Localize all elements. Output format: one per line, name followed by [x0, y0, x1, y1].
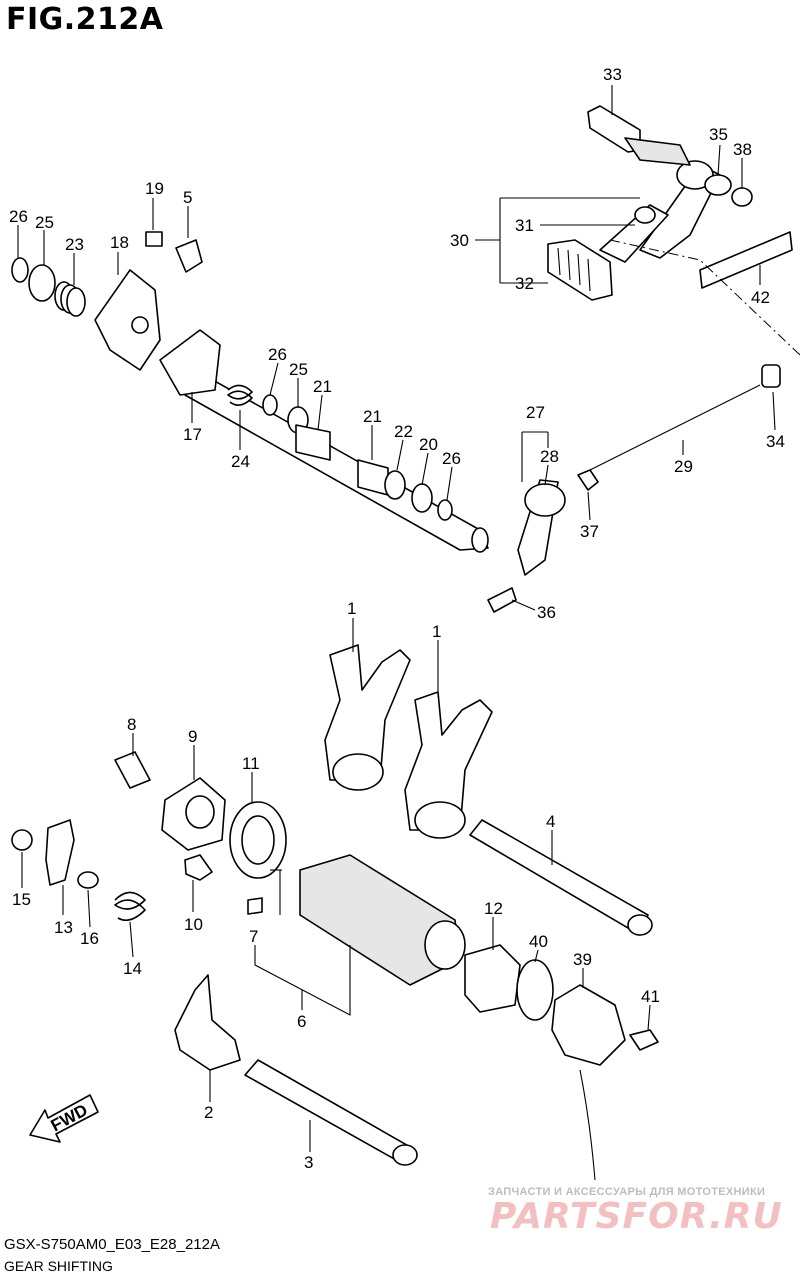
callout-20: 20	[419, 435, 438, 454]
watermark-logo: PARTSFOR.RU	[490, 1196, 783, 1237]
callout-15: 15	[12, 890, 31, 909]
callout-2: 2	[204, 1103, 213, 1122]
callout-26-left: 26	[9, 207, 28, 226]
figure-title: FIG.212A	[6, 2, 164, 37]
gearshift-arm[interactable]	[159, 329, 221, 396]
leader-lines	[17, 85, 776, 1152]
callout-33: 33	[603, 65, 622, 84]
callout-11: 11	[242, 754, 260, 773]
shaft-bushing[interactable]	[295, 424, 331, 461]
shift-pedal-rubber[interactable]	[547, 239, 613, 301]
callout-40: 40	[529, 932, 548, 951]
oil-seal-washer[interactable]	[28, 264, 56, 302]
callout-35: 35	[709, 125, 728, 144]
oil-seal-circlip[interactable]	[11, 257, 29, 283]
axis-line	[609, 239, 800, 356]
callout-17: 17	[183, 425, 202, 444]
callout-36: 36	[537, 603, 556, 622]
callout-4: 4	[546, 812, 555, 831]
callout-23: 23	[65, 235, 84, 254]
link-rod[interactable]	[589, 384, 761, 471]
callout-16: 16	[80, 929, 99, 948]
callout-25-mid: 25	[289, 360, 308, 379]
shift-fork-a[interactable]	[324, 644, 411, 781]
callout-31: 31	[515, 216, 534, 235]
cam-driven-gear-bolt[interactable]	[184, 854, 213, 881]
callout-1-a: 1	[347, 599, 356, 618]
gear-position-sensor[interactable]	[551, 984, 626, 1181]
lever-pivot-bolt[interactable]	[587, 105, 691, 166]
cam-stopper-spring[interactable]	[114, 891, 146, 921]
callout-14: 14	[123, 959, 142, 978]
shaft-oil-seal[interactable]	[384, 470, 406, 500]
fork-shaft-no1[interactable]	[469, 819, 649, 936]
shaft-circlip[interactable]	[262, 394, 278, 416]
callout-12: 12	[484, 899, 503, 918]
sensor-bolt[interactable]	[629, 1029, 659, 1051]
link-rod-joint[interactable]	[524, 483, 566, 517]
sensor-o-ring[interactable]	[516, 959, 554, 1021]
shift-cam-stopper-plate[interactable]	[94, 269, 161, 371]
rod-lock-nut[interactable]	[577, 469, 599, 491]
cam-stopper-bolt[interactable]	[11, 829, 33, 851]
cam-gear-pin[interactable]	[247, 897, 263, 915]
callout-25-left: 25	[35, 213, 54, 232]
callout-1-b: 1	[432, 622, 441, 641]
cam-pin[interactable]	[114, 751, 151, 789]
fwd-direction-arrow: FWD	[29, 1094, 99, 1143]
lever-washer[interactable]	[704, 174, 732, 196]
cam-bearing-right[interactable]	[464, 944, 521, 1013]
callout-8: 8	[127, 715, 136, 734]
stopper-washer[interactable]	[175, 239, 203, 273]
callout-30: 30	[450, 231, 469, 250]
callout-26-right: 26	[442, 449, 461, 468]
fork-shaft-no2[interactable]	[244, 1059, 413, 1166]
callout-32: 32	[515, 274, 534, 293]
rod-end-nut[interactable]	[761, 364, 781, 388]
lever-sticker[interactable]	[699, 231, 793, 289]
callout-numbers: 33 35 38 30 31 32 42 19 5 26 25 23 18 26…	[9, 65, 785, 1172]
callout-3: 3	[304, 1153, 313, 1172]
callout-5: 5	[183, 188, 192, 207]
shaft-circlip-2[interactable]	[437, 499, 453, 521]
shift-fork-c[interactable]	[174, 974, 241, 1071]
callout-41: 41	[641, 987, 660, 1006]
callout-38: 38	[733, 140, 752, 159]
shift-fork-b[interactable]	[404, 691, 493, 831]
callout-28: 28	[540, 447, 559, 466]
callout-26-mid: 26	[268, 345, 287, 364]
gearshift-return-spring[interactable]	[227, 384, 253, 406]
stopper-bolt[interactable]	[145, 231, 163, 247]
cam-stopper-washer[interactable]	[77, 871, 99, 889]
callout-10: 10	[184, 915, 203, 934]
gear-shift-lever[interactable]	[599, 160, 721, 263]
callout-24: 24	[231, 452, 250, 471]
callout-21-a: 21	[313, 377, 332, 396]
model-code: GSX-S750AM0_E03_E28_212A	[4, 1236, 220, 1253]
shaft-spring[interactable]	[54, 281, 86, 317]
callout-6: 6	[297, 1012, 306, 1031]
link-arm-bolt[interactable]	[487, 587, 517, 613]
callout-34: 34	[766, 432, 785, 451]
lever-circlip[interactable]	[731, 187, 753, 207]
callout-21-b: 21	[363, 407, 382, 426]
callout-42: 42	[751, 288, 770, 307]
callout-27: 27	[526, 403, 545, 422]
figure-caption: GEAR SHIFTING	[4, 1258, 113, 1274]
watermark-subtitle: ЗАПЧАСТИ И АКСЕССУАРЫ ДЛЯ МОТОТЕХНИКИ	[488, 1186, 766, 1198]
callout-37: 37	[580, 522, 599, 541]
callout-22: 22	[394, 422, 413, 441]
callout-9: 9	[188, 727, 197, 746]
callout-7: 7	[249, 927, 258, 946]
callout-19: 19	[145, 179, 164, 198]
callout-39: 39	[573, 950, 592, 969]
callout-29: 29	[674, 457, 693, 476]
shaft-washer-2[interactable]	[411, 483, 433, 513]
cam-stopper[interactable]	[45, 819, 75, 886]
callout-13: 13	[54, 918, 73, 937]
callout-18: 18	[110, 233, 129, 252]
